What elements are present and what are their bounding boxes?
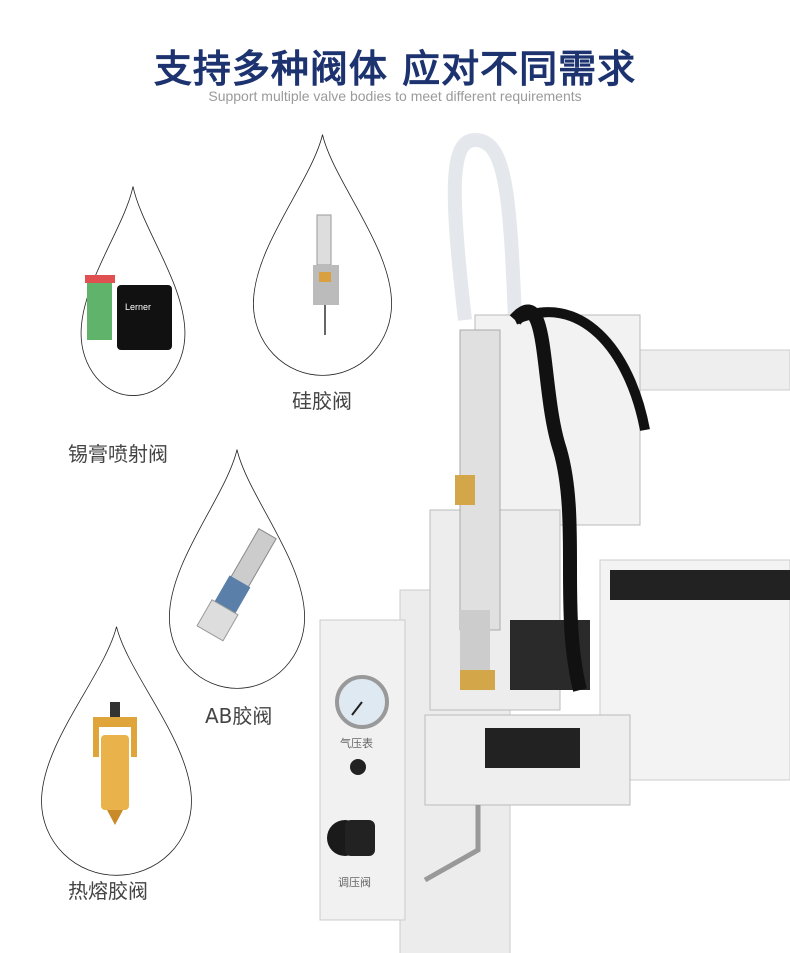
page-title: 支持多种阀体 应对不同需求 [153,47,637,91]
svg-text:Lerner: Lerner [125,302,151,312]
valve-label-solder-paste: 锡膏喷射阀 [68,442,168,466]
hot-melt-valve-image [93,702,137,825]
solder-paste-jet-valve-image: Lerner [85,275,172,350]
valve-label-ab-glue: AB胶阀 [205,704,273,728]
gauge-label: 气压表 [340,737,373,750]
regulator-label: 调压阀 [338,876,371,889]
valve-label-hot-melt: 热熔胶阀 [68,879,148,903]
silicone-valve-image [313,214,339,335]
dispensing-machine-image [319,132,790,953]
valve-label-silicone: 硅胶阀 [292,389,352,413]
ab-glue-valve-image [196,528,277,642]
page-subtitle: Support multiple valve bodies to meet di… [208,88,582,104]
